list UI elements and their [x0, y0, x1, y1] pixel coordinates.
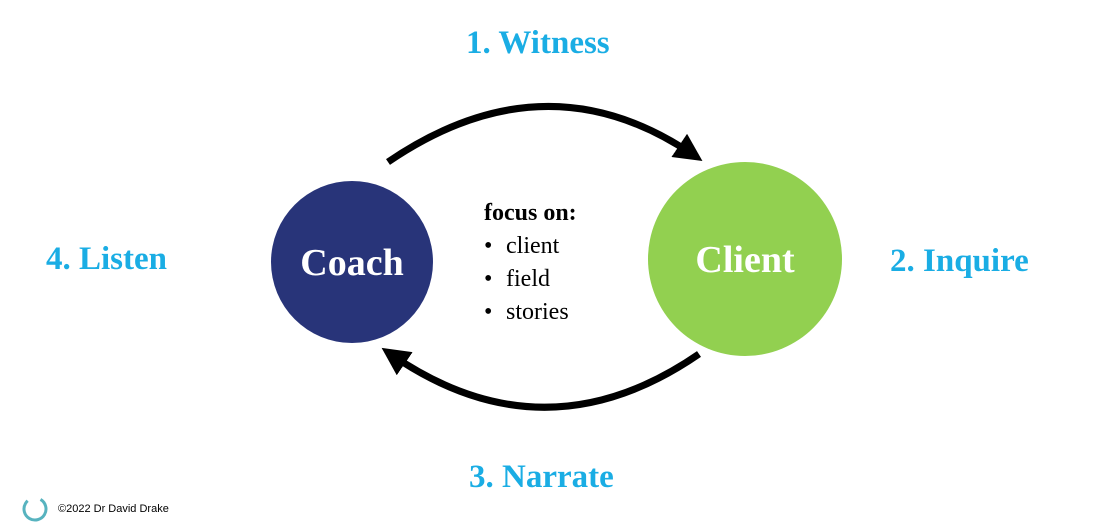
coach-label: Coach — [300, 242, 403, 284]
coach-node: Coach — [271, 181, 433, 343]
copyright-text: ©2022 Dr David Drake — [58, 503, 169, 515]
client-label: Client — [695, 239, 795, 281]
step-inquire-label: 2. Inquire — [890, 243, 1029, 279]
focus-item: stories — [484, 296, 577, 329]
coach-circle — [271, 181, 433, 343]
client-circle — [648, 162, 842, 356]
focus-title: focus on: — [484, 200, 577, 226]
focus-item: client — [484, 230, 577, 263]
top-arrow — [386, 102, 703, 165]
client-node: Client — [648, 162, 842, 356]
step-witness-label: 1. Witness — [466, 25, 610, 61]
footer: ©2022 Dr David Drake — [20, 494, 169, 524]
bottom-arrow — [381, 347, 701, 411]
focus-list: focus on: client field stories — [484, 197, 577, 329]
logo-ring-icon — [22, 496, 48, 522]
step-listen-label: 4. Listen — [46, 241, 168, 277]
step-narrate-label: 3. Narrate — [469, 459, 614, 495]
focus-item: field — [484, 263, 577, 296]
